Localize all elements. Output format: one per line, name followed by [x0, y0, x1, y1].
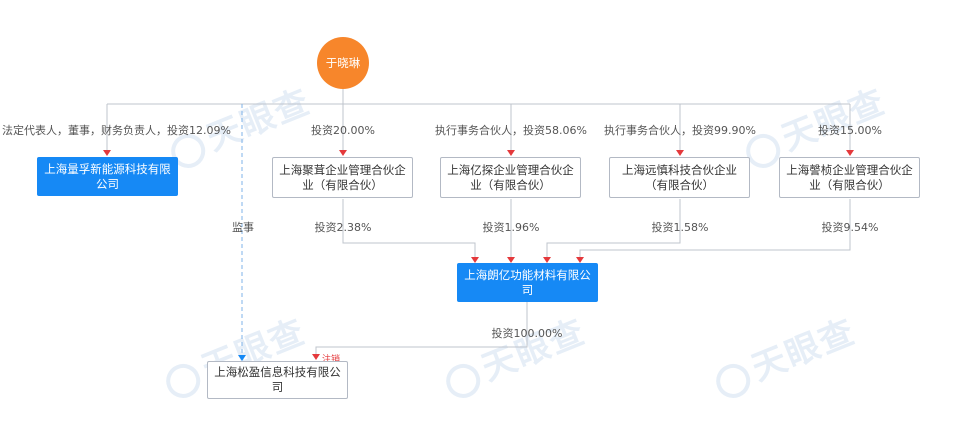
edge-label: 执行事务合伙人，投资99.90% [604, 124, 756, 137]
person-name: 于晓琳 [325, 56, 361, 70]
company-name: 上海松盈信息科技有限公司 [214, 365, 341, 394]
edge-label: 投资9.54% [821, 221, 879, 234]
edge-label: 投资1.58% [651, 221, 709, 234]
company-node-yuzhen[interactable]: 上海謦桢企业管理合伙企业（有限合伙） [779, 157, 920, 198]
company-node-langyi[interactable]: 上海朗亿功能材料有限公司 [457, 263, 598, 302]
company-name: 上海远慎科技合伙企业（有限合伙） [622, 162, 737, 192]
company-name: 上海量孚新能源科技有限公司 [44, 161, 171, 191]
edge-label-supervisor: 监事 [232, 221, 254, 234]
company-name: 上海朗亿功能材料有限公司 [464, 267, 591, 297]
company-node-yuanzhen[interactable]: 上海远慎科技合伙企业（有限合伙） [609, 157, 750, 198]
edge-label: 投资1.96% [482, 221, 540, 234]
company-name: 上海聚茸企业管理合伙企业（有限合伙） [279, 162, 406, 192]
edge-label: 投资20.00% [311, 124, 375, 137]
edge-label: 投资100.00% [491, 327, 563, 340]
edge-label: 法定代表人，董事，财务负责人，投资12.09% [2, 124, 231, 137]
person-node[interactable]: 于晓琳 [317, 37, 369, 89]
edge-label: 投资15.00% [818, 124, 882, 137]
status-badge: 注销 [322, 355, 341, 365]
company-node-liangfu[interactable]: 上海量孚新能源科技有限公司 [37, 157, 178, 196]
edge-label: 执行事务合伙人，投资58.06% [435, 124, 587, 137]
company-name: 上海謦桢企业管理合伙企业（有限合伙） [786, 162, 913, 192]
company-node-jurong[interactable]: 上海聚茸企业管理合伙企业（有限合伙） [272, 157, 413, 198]
company-name: 上海亿探企业管理合伙企业（有限合伙） [447, 162, 574, 192]
company-node-yishen[interactable]: 上海亿探企业管理合伙企业（有限合伙） [440, 157, 581, 198]
edge-label: 投资2.38% [314, 221, 372, 234]
company-node-songying[interactable]: 上海松盈信息科技有限公司 [207, 361, 348, 399]
